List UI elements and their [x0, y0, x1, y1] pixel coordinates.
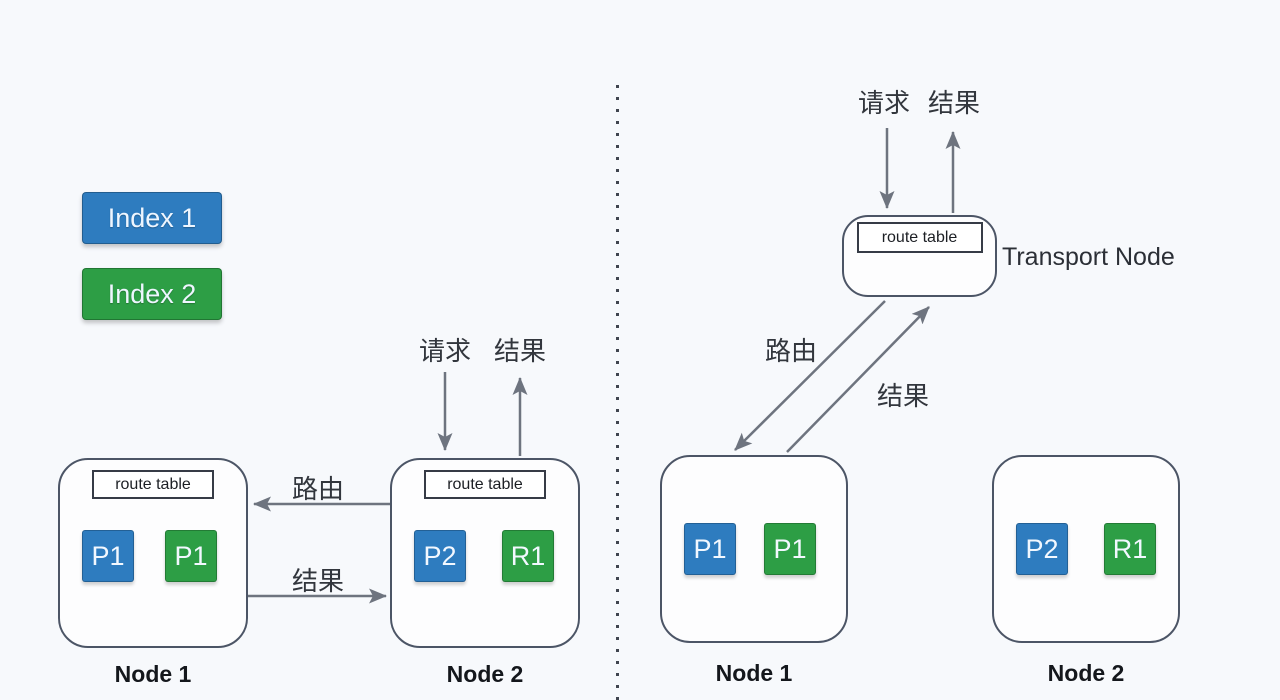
left-node1-route-table: route table: [92, 470, 214, 499]
transport-node-label: Transport Node: [1002, 243, 1175, 271]
left-node2-caption: Node 2: [446, 661, 524, 687]
left-node2-shard-p2-blue: P2: [414, 530, 466, 582]
right-node2-box: P2 R1: [992, 455, 1180, 643]
section-divider: [616, 85, 619, 700]
left-node1-shard-p1-blue: P1: [82, 530, 134, 582]
right-request-label: 请求: [857, 88, 911, 118]
left-request-label: 请求: [418, 336, 472, 366]
transport-route-table: route table: [856, 222, 983, 253]
legend-index-2: Index 2: [82, 268, 222, 320]
right-node1-caption: Node 1: [715, 660, 793, 686]
left-node2-route-table: route table: [424, 470, 546, 499]
left-node2-shard-r1-green: R1: [502, 530, 554, 582]
left-node2-box: route table P2 R1: [390, 458, 580, 648]
right-node2-shard-r1-green: R1: [1104, 523, 1156, 575]
transport-node-box: route table: [842, 215, 997, 297]
left-result-label: 结果: [291, 566, 345, 596]
right-result-top-label: 结果: [927, 88, 981, 118]
left-result-top-label: 结果: [493, 336, 547, 366]
right-node2-shard-p2-blue: P2: [1016, 523, 1068, 575]
right-result-label: 结果: [876, 381, 930, 411]
right-route-label: 路由: [764, 336, 818, 366]
left-node1-box: route table P1 P1: [58, 458, 248, 648]
right-node2-caption: Node 2: [1047, 660, 1125, 686]
right-route-diagonal-arrow: [734, 300, 886, 451]
right-node1-box: P1 P1: [660, 455, 848, 643]
right-node1-shard-p1-blue: P1: [684, 523, 736, 575]
right-node1-shard-p1-green: P1: [764, 523, 816, 575]
left-node1-caption: Node 1: [114, 661, 192, 687]
left-route-label: 路由: [291, 474, 345, 504]
legend-index-1: Index 1: [82, 192, 222, 244]
left-node1-shard-p1-green: P1: [165, 530, 217, 582]
